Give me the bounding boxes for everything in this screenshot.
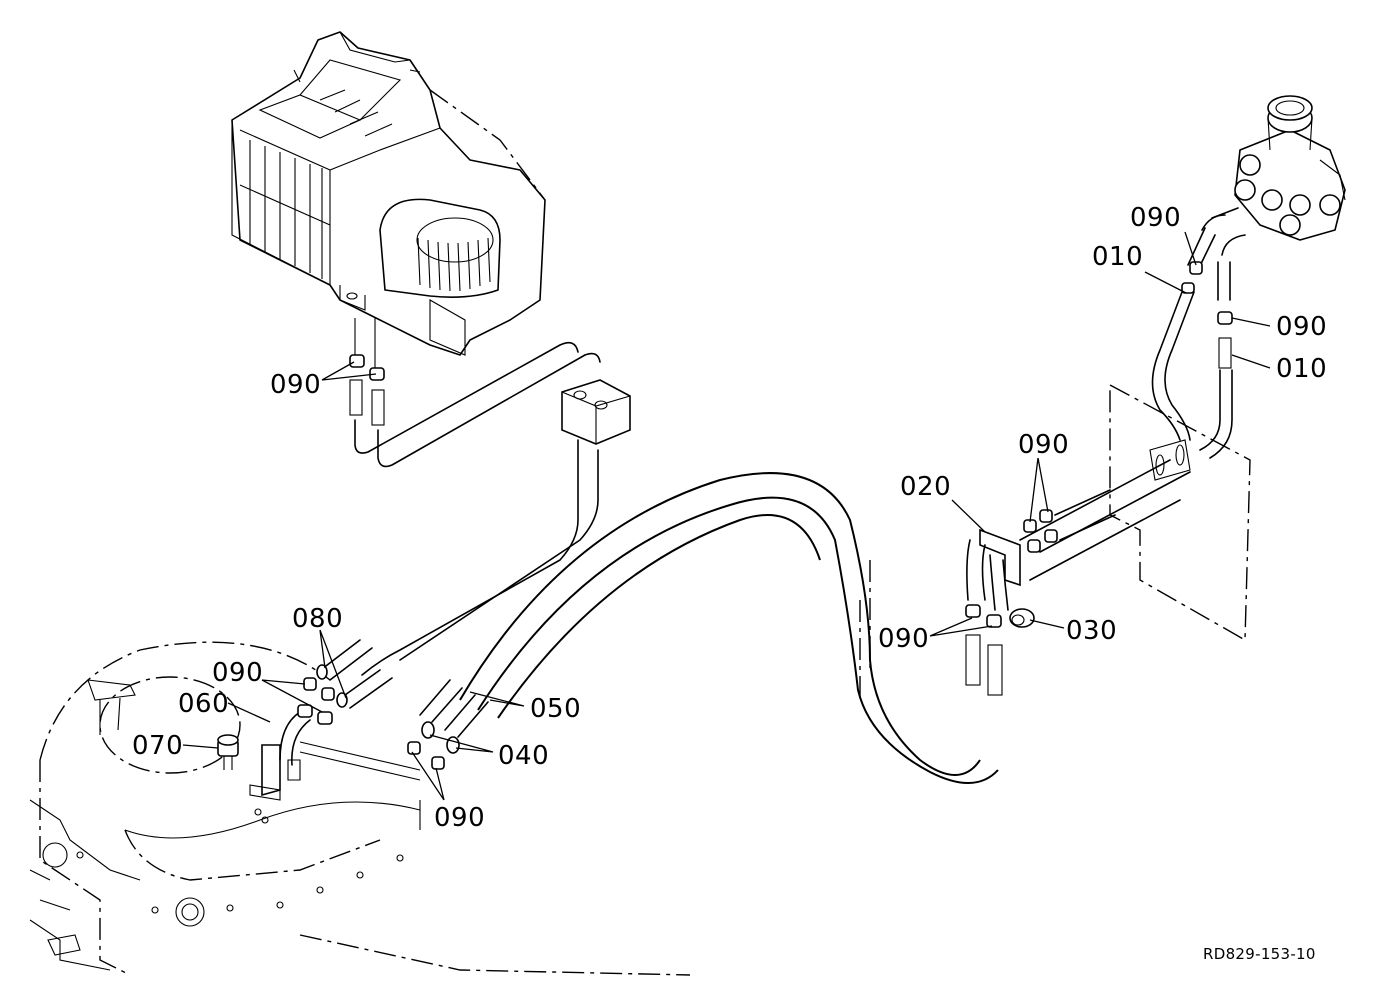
label-090-right: 090	[1276, 312, 1328, 342]
drawing-code: RD829-153-10	[1203, 945, 1316, 963]
label-010-top-right: 010	[1092, 242, 1144, 272]
heater-unit	[231, 31, 546, 356]
label-010-right: 010	[1276, 354, 1328, 384]
label-090-bottom: 090	[434, 803, 486, 833]
label-050: 050	[530, 694, 582, 724]
left-fittings	[217, 639, 421, 824]
center-fittings	[407, 679, 489, 770]
label-090-left: 090	[212, 658, 264, 688]
heater-outlet-pipes	[349, 318, 385, 426]
bulkhead-plate	[1019, 383, 1251, 642]
label-060: 060	[178, 689, 230, 719]
label-030: 030	[1066, 616, 1118, 646]
label-020: 020	[900, 472, 952, 502]
label-070: 070	[132, 731, 184, 761]
label-080: 080	[292, 604, 344, 634]
engine-outline	[29, 641, 691, 976]
heater-pipes	[354, 341, 631, 676]
bracket-assembly	[965, 489, 1116, 696]
label-040: 040	[498, 741, 550, 771]
label-090-top-right: 090	[1130, 203, 1182, 233]
label-090-lower-center: 090	[878, 624, 930, 654]
label-090-heater: 090	[270, 370, 322, 400]
leader-lines	[182, 231, 1271, 801]
label-090-center-right: 090	[1018, 430, 1070, 460]
water-valve	[1151, 95, 1346, 459]
main-hoses	[459, 472, 999, 784]
